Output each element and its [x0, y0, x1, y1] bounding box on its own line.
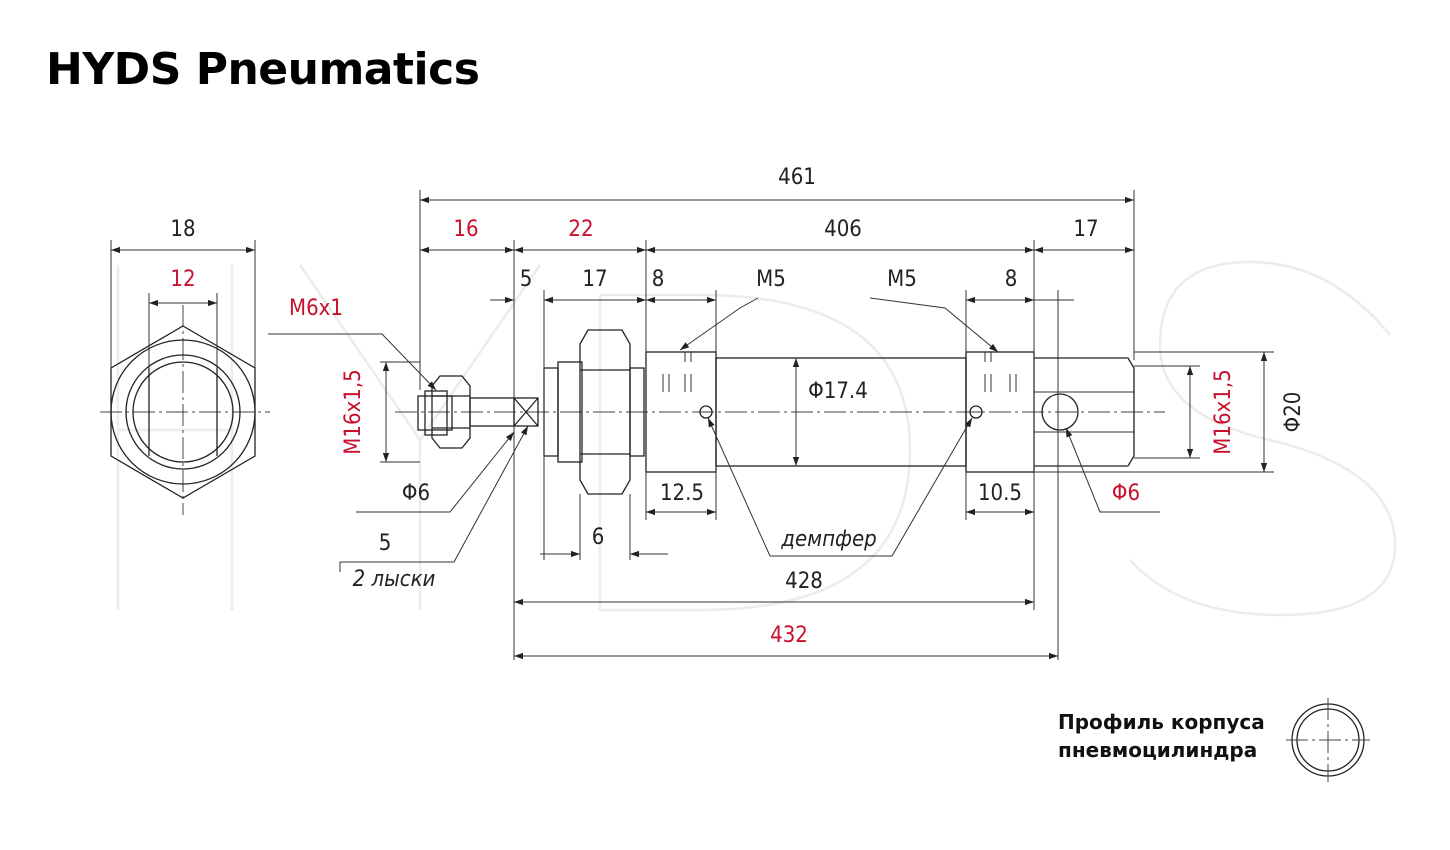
dim-17-top: 17	[1073, 217, 1098, 242]
hex-side-view	[100, 240, 270, 515]
note-damper: демпфер	[780, 527, 876, 552]
caption-line-2: пневмоцилиндра	[1058, 738, 1258, 762]
dim-6: 6	[592, 525, 605, 550]
dim-m6x1: M6x1	[289, 296, 343, 321]
dim-8-right: 8	[1005, 267, 1018, 292]
dim-phi17-4: Φ17.4	[808, 379, 868, 404]
dim-18: 18	[170, 217, 195, 242]
cylinder-body	[395, 329, 1165, 495]
dim-m5-right: M5	[887, 267, 917, 292]
dim-12: 12	[170, 267, 195, 292]
dim-phi20: Φ20	[1281, 392, 1306, 433]
dim-432: 432	[770, 623, 808, 648]
dim-10-5: 10.5	[978, 481, 1022, 506]
dim-phi6-right: Φ6	[1112, 481, 1140, 506]
dim-5: 5	[520, 267, 533, 292]
dim-22: 22	[568, 217, 593, 242]
profile-circle-icon	[1286, 698, 1370, 782]
dim-12-5: 12.5	[660, 481, 704, 506]
dimension-lines	[268, 190, 1274, 660]
profile-caption: Профиль корпуса пневмоцилиндра	[1058, 708, 1265, 764]
dim-428: 428	[785, 569, 823, 594]
note-flats: 2 лыски	[353, 567, 436, 592]
dim-m5-left: M5	[756, 267, 786, 292]
dim-8-left: 8	[652, 267, 665, 292]
dim-17: 17	[582, 267, 607, 292]
dim-16: 16	[453, 217, 478, 242]
dim-m16-right: M16x1,5	[1211, 369, 1236, 454]
dim-406: 406	[824, 217, 862, 242]
caption-line-1: Профиль корпуса	[1058, 710, 1265, 734]
page-title: HYDS Pneumatics	[46, 44, 480, 95]
dim-phi6-left: Φ6	[402, 481, 430, 506]
watermark	[116, 260, 1397, 617]
dim-5-flats: 5	[379, 531, 392, 556]
dim-m16-left: M16x1,5	[341, 369, 366, 454]
dim-461: 461	[778, 165, 816, 190]
